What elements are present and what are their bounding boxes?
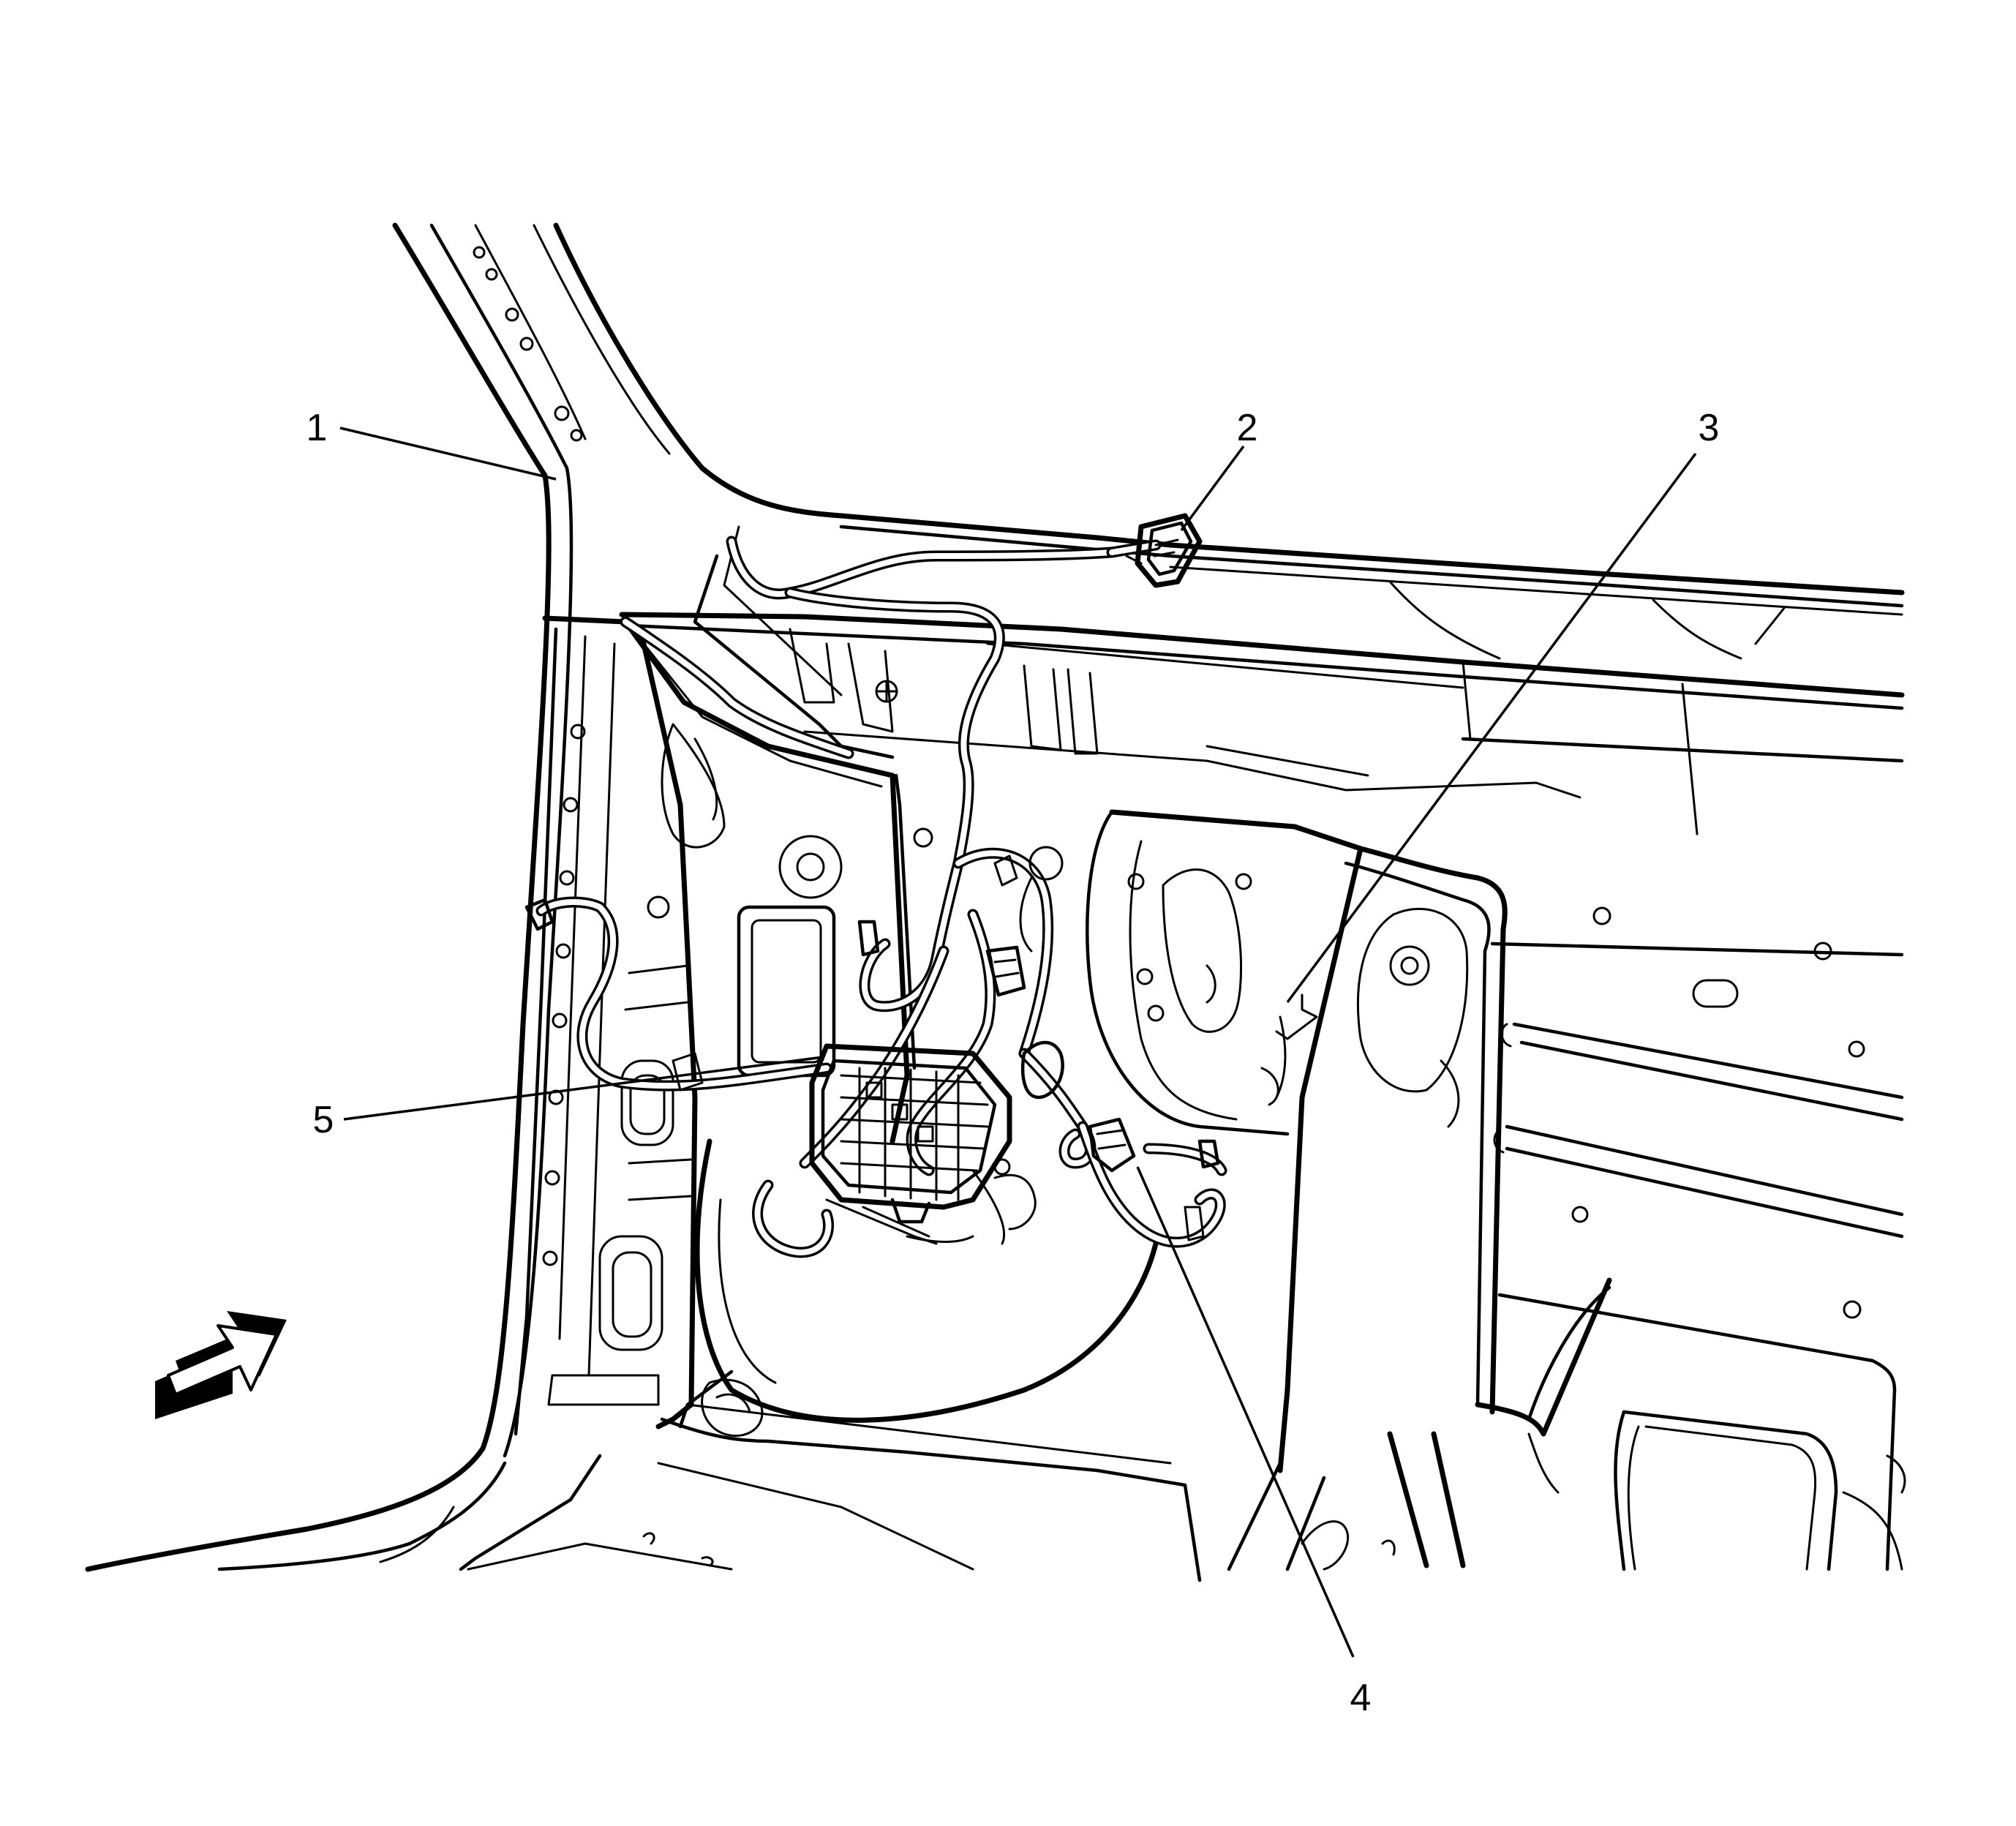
- connector-item-2: [1125, 513, 1203, 588]
- leader-5: [343, 1056, 824, 1121]
- callout-labels: 1 2 3 4 5: [306, 407, 1720, 1719]
- tunnel-panel: [1275, 846, 1904, 1415]
- dash-brackets: [693, 525, 1581, 799]
- leader-2: [1180, 445, 1245, 532]
- floor-seat-area: [1227, 1277, 1906, 1571]
- hinge-pillar-panel: [514, 615, 698, 1436]
- floor-panel: [459, 1454, 974, 1571]
- callout-5: 5: [313, 1099, 334, 1141]
- callout-1: 1: [306, 407, 328, 449]
- leader-4: [1136, 1166, 1355, 1658]
- callout-4: 4: [1350, 1677, 1372, 1719]
- callout-3: 3: [1699, 407, 1720, 449]
- body-pillar: [85, 222, 844, 1572]
- kick-panel-lower: [660, 1138, 1202, 1582]
- module-assembly: [809, 1043, 1012, 1245]
- callout-2: 2: [1237, 407, 1258, 449]
- arrow-icon: [155, 1311, 287, 1419]
- leader-1: [339, 427, 557, 481]
- pillar-holes: [473, 246, 583, 442]
- cowl-dash-upper: [619, 513, 1905, 835]
- leader-3: [1286, 452, 1697, 1004]
- harness-clips: [524, 846, 1220, 1241]
- center-console: [1086, 809, 1364, 1473]
- callout-leaders: [339, 427, 1697, 1658]
